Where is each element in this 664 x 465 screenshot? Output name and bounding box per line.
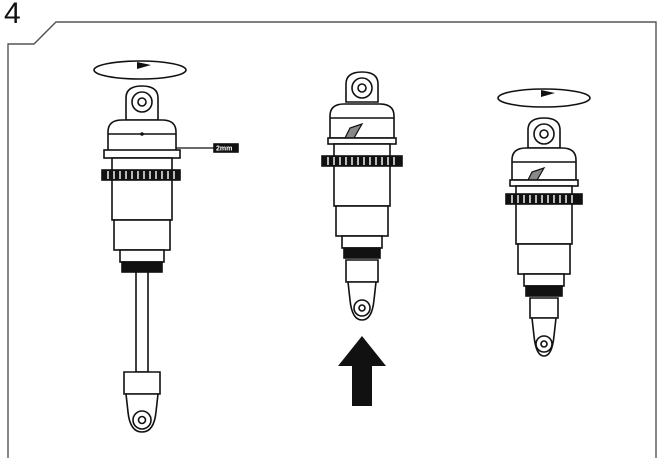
shock-middle — [321, 71, 403, 321]
push-up-arrow-icon — [338, 336, 386, 406]
shock-right — [497, 88, 591, 357]
gauge-label: 2mm — [216, 146, 232, 153]
panel-frame — [7, 21, 657, 458]
step-number: 4 — [4, 0, 21, 30]
rotate-arrow-icon — [93, 60, 187, 80]
shock-left — [93, 60, 239, 433]
rotate-arrow-icon — [497, 88, 591, 108]
